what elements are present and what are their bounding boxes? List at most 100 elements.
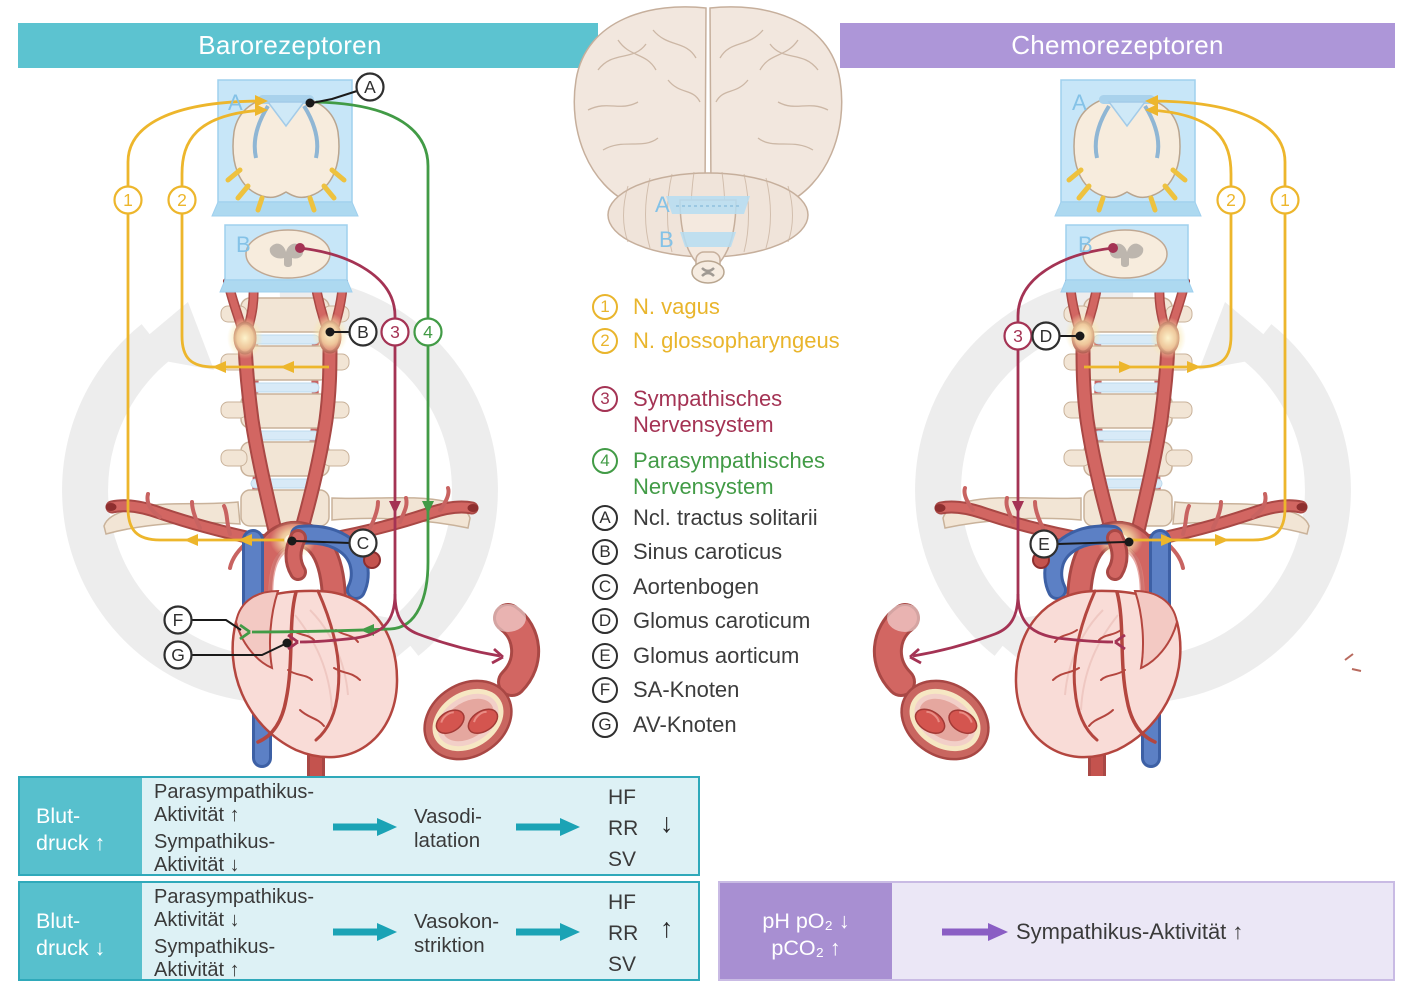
right-section-label-b: B	[1078, 232, 1093, 257]
marker-2-right: 2	[1216, 185, 1246, 215]
legend-circle-a: A	[592, 505, 618, 531]
parasym-line-2: Aktivität ↓	[154, 908, 240, 931]
marker-3-right: 3	[1003, 321, 1033, 351]
legend-circle-4: 4	[592, 448, 618, 474]
right-section-label-a: A	[1072, 90, 1087, 115]
legend-item-sa-knoten: F SA-Knoten	[592, 677, 739, 703]
marker-f: F	[163, 605, 193, 635]
flow-arrow-icon	[516, 923, 580, 941]
flow-arrow-icon	[516, 818, 580, 836]
trigger-line-1: Blut-	[36, 804, 81, 828]
svg-text:3: 3	[390, 322, 400, 342]
action-line-2: latation	[414, 829, 481, 852]
marker-4: 4	[413, 317, 443, 347]
vascular-action: Vasokon- striktion	[414, 910, 499, 958]
trigger-line-2: pCO₂ ↑	[771, 936, 841, 960]
legend-label: N. vagus	[633, 294, 720, 319]
header-chemorezeptoren: Chemorezeptoren	[840, 23, 1395, 68]
svg-text:2: 2	[1226, 190, 1236, 210]
sympath-line-2: Aktivität ↑	[154, 958, 240, 981]
marker-g: G	[163, 640, 193, 670]
svg-text:E: E	[1038, 534, 1050, 554]
autonomic-activity: Parasympathikus- Aktivität ↑ Sympathikus…	[154, 781, 314, 876]
marker-a: A	[355, 72, 385, 102]
legend-item-glomus-aorticum: E Glomus aorticum	[592, 643, 799, 669]
flow-box-chemo: pH pO₂ ↓ pCO₂ ↑ Sympathikus-Aktivität ↑	[718, 881, 1395, 981]
legend-circle-3: 3	[592, 386, 618, 412]
flow-box-blutdruck-niedrig: Blut- druck ↓ Parasympathikus- Aktivität…	[18, 881, 700, 981]
output-parameters: HF RR SV	[608, 887, 638, 980]
output-rr: RR	[608, 817, 639, 840]
section-plane-a	[666, 196, 750, 214]
sympath-line-1: Sympathikus-	[154, 831, 276, 853]
gyri-lines	[587, 29, 829, 151]
marker-d: D	[1031, 321, 1061, 351]
output-hf: HF	[608, 786, 636, 809]
brain-posterior-view: A B	[573, 6, 843, 284]
trigger-line-1: pH pO₂ ↓	[762, 909, 850, 933]
legend-circle-g: G	[592, 712, 618, 738]
legend-label: Sympathisches Nervensystem	[633, 386, 783, 437]
trigger-cell: Blut- druck ↓	[20, 883, 142, 979]
legend-label: N. glossopharyngeus	[633, 328, 840, 353]
sympath-line-2: Aktivität ↓	[154, 853, 240, 876]
svg-text:C: C	[357, 533, 370, 553]
action-line-2: striktion	[414, 934, 485, 957]
flow-arrow-icon	[333, 818, 397, 836]
legend-label: Sinus caroticus	[633, 539, 783, 564]
brain-section-label-a: A	[655, 192, 670, 217]
marker-2: 2	[167, 185, 197, 215]
legend-circle-d: D	[592, 608, 618, 634]
svg-text:1: 1	[1280, 190, 1290, 210]
parasym-line-2: Aktivität ↑	[154, 803, 240, 826]
parasym-line-1: Parasympathikus-	[154, 886, 315, 908]
svg-text:D: D	[1040, 326, 1053, 346]
legend-item-sympathisches-nervensystem: 3 Sympathisches Nervensystem	[592, 386, 865, 438]
flow-box-blutdruck-hoch: Blut- druck ↑ Parasympathikus- Aktivität…	[18, 776, 700, 876]
trigger-cell: pH pO₂ ↓ pCO₂ ↑	[720, 883, 892, 979]
svg-text:4: 4	[423, 322, 433, 342]
barorezeptoren-diagram: A B 1 2 3 4	[0, 70, 560, 776]
vascular-action: Vasodi- latation	[414, 805, 482, 853]
legend-item-n-glossopharyngeus: 2 N. glossopharyngeus	[592, 328, 840, 354]
svg-text:A: A	[364, 77, 376, 97]
stray-mark	[1344, 653, 1362, 672]
output-rr: RR	[608, 922, 639, 945]
marker-1: 1	[113, 185, 143, 215]
output-direction-arrow: ↓	[660, 808, 674, 838]
marker-e: E	[1029, 529, 1059, 559]
marker-b: B	[348, 317, 378, 347]
chemorezeptoren-diagram: A B 3 D E 2 1	[840, 70, 1362, 776]
brain-section-label-b: B	[659, 227, 674, 252]
flow-arrow-icon	[942, 923, 1008, 941]
header-left-title: Barorezeptoren	[198, 30, 382, 60]
svg-text:G: G	[171, 645, 185, 665]
legend-item-glomus-caroticum: D Glomus caroticum	[592, 608, 810, 634]
legend-label: Aortenbogen	[633, 574, 759, 599]
parasym-line-1: Parasympathikus-	[154, 781, 315, 803]
legend-circle-1: 1	[592, 294, 618, 320]
marker-c: C	[348, 528, 378, 558]
action-line-1: Vasokon-	[414, 910, 500, 933]
legend-item-ncl-tractus-solitarii: A Ncl. tractus solitarii	[592, 505, 818, 531]
autonomic-activity: Parasympathikus- Aktivität ↓ Sympathikus…	[154, 886, 314, 981]
legend-label: Glomus caroticum	[633, 608, 811, 633]
sympath-line-1: Sympathikus-	[154, 936, 276, 958]
legend-circle-b: B	[592, 539, 618, 565]
legend-item-aortenbogen: C Aortenbogen	[592, 574, 759, 600]
output-hf: HF	[608, 891, 636, 914]
trigger-line-1: Blut-	[36, 909, 81, 933]
legend-circle-c: C	[592, 574, 618, 600]
output-parameters: HF RR SV	[608, 782, 638, 875]
legend-label: Parasympathisches Nervensystem	[633, 448, 825, 499]
marker-1-right: 1	[1270, 185, 1300, 215]
leader-lines	[191, 90, 358, 656]
legend-circle-e: E	[592, 643, 618, 669]
legend-item-sinus-caroticus: B Sinus caroticus	[592, 539, 782, 565]
svg-text:1: 1	[123, 190, 133, 210]
trigger-line-2: druck ↓	[36, 936, 106, 960]
legend-label: SA-Knoten	[633, 677, 740, 702]
legend-label: AV-Knoten	[633, 712, 737, 737]
leader-lines	[1056, 335, 1126, 545]
trigger-cell: Blut- druck ↑	[20, 778, 142, 874]
